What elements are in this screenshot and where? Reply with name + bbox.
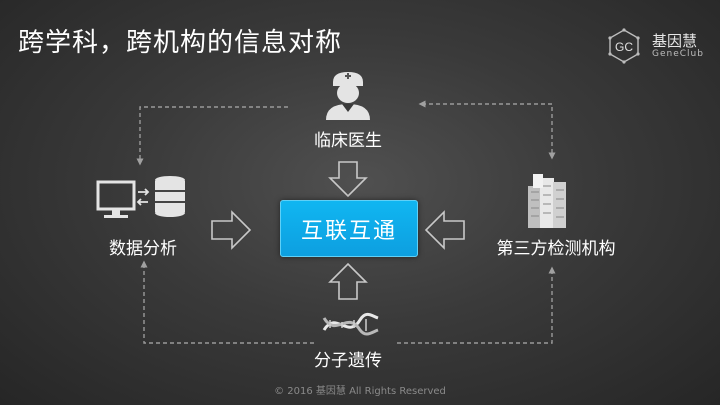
logo-name-cn: 基因慧: [652, 32, 698, 50]
connector-clinician-third-party: [418, 100, 556, 160]
connector-genetics-to-third-party: [396, 266, 556, 344]
copyright-text: © 2016 基因慧 All Rights Reserved: [274, 386, 446, 397]
logo-mark: GC: [615, 40, 633, 54]
computer-database-icon: [96, 176, 185, 218]
logo: GC: [606, 28, 710, 64]
node-label-data-analysis: 数据分析: [109, 239, 177, 259]
doctor-icon: [326, 72, 370, 120]
hub-interconnection: 互联互通: [280, 200, 418, 257]
dna-icon: [322, 312, 379, 336]
node-label-third-party: 第三方检测机构: [496, 239, 616, 259]
arrow-down-from-clinician: [328, 161, 368, 198]
node-label-genetics: 分子遗传: [314, 351, 382, 371]
arrow-left-from-third-party: [424, 210, 465, 250]
arrow-up-from-genetics: [328, 262, 368, 300]
gene-club-logo-icon: GC: [608, 28, 640, 64]
hub-label: 互联互通: [300, 218, 397, 244]
arrow-right-from-data: [211, 210, 252, 250]
page-title: 跨学科，跨机构的信息对称: [18, 28, 343, 58]
connector-clinician-to-data: [136, 106, 288, 166]
node-label-clinician: 临床医生: [314, 131, 382, 151]
building-icon: [528, 174, 566, 228]
logo-name-en: GeneClub: [652, 49, 704, 59]
connector-genetics-to-data: [140, 260, 314, 344]
